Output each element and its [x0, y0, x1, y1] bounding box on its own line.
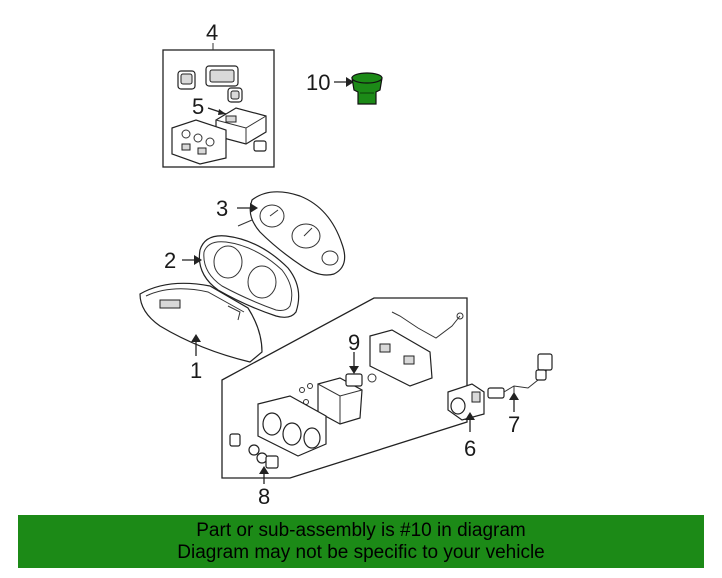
- part-3-gauge-face[interactable]: [237, 191, 346, 276]
- callout-2: 2: [164, 248, 176, 273]
- callout-7: 7: [508, 412, 520, 437]
- part-9-switch[interactable]: [345, 373, 377, 387]
- part-10-bulb[interactable]: [334, 72, 383, 105]
- callout-5: 5: [192, 94, 204, 119]
- part-bracket[interactable]: [369, 329, 433, 387]
- part-switch-small-b[interactable]: [227, 87, 243, 103]
- notice-banner: Part or sub-assembly is #10 in diagram D…: [18, 515, 704, 568]
- banner-line-1: Part or sub-assembly is #10 in diagram: [196, 520, 526, 541]
- part-1-cluster-housing[interactable]: [139, 282, 263, 363]
- callout-6: 6: [464, 436, 476, 461]
- heater-control-box: [221, 297, 468, 484]
- part-switch-module[interactable]: [205, 65, 239, 87]
- callout-1: 1: [190, 358, 202, 383]
- banner-line-2: Diagram may not be specific to your vehi…: [177, 542, 545, 563]
- callout-4: 4: [206, 20, 218, 45]
- callout-10: 10: [306, 70, 330, 95]
- part-switch-small-a[interactable]: [177, 70, 196, 90]
- part-6-switch[interactable]: [447, 383, 485, 421]
- part-7-harness[interactable]: [487, 353, 553, 399]
- parts-diagram: 1 2 3 4 5 6 7 8 9 10: [139, 20, 553, 509]
- callout-9: 9: [348, 330, 360, 355]
- callout-3: 3: [216, 196, 228, 221]
- switch-group-box: [162, 43, 275, 168]
- part-small-connector[interactable]: [253, 140, 267, 152]
- part-switch-panel[interactable]: [171, 119, 227, 165]
- callout-8: 8: [258, 484, 270, 509]
- part-8-knobs[interactable]: [229, 433, 279, 469]
- part-control-panel[interactable]: [257, 395, 327, 457]
